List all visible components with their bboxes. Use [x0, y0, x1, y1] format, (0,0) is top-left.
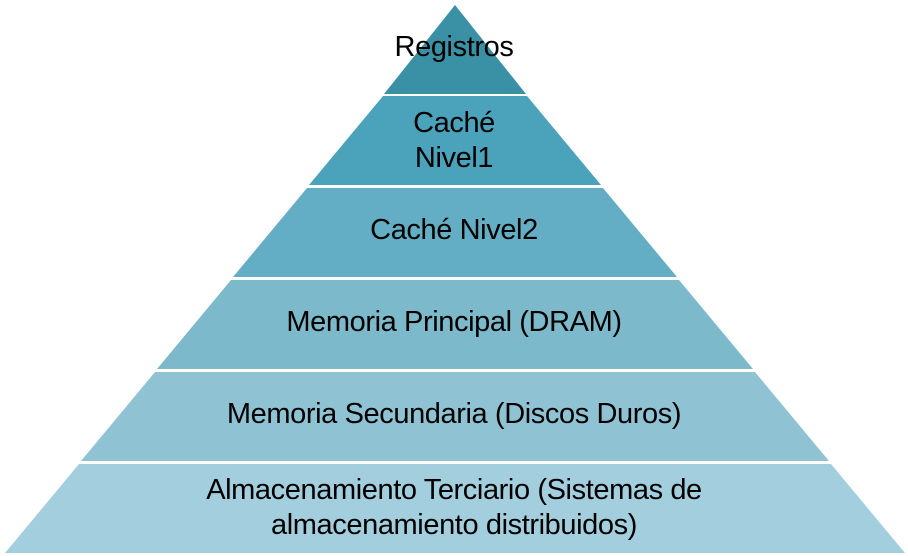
pyramid-level-2-shape — [233, 188, 677, 277]
pyramid-level-0-shape — [384, 5, 526, 94]
pyramid-level-1-shape — [309, 96, 601, 185]
pyramid-level-3-shape — [157, 280, 753, 369]
pyramid-level-5-shape — [5, 464, 905, 553]
pyramid-level-4-shape — [81, 372, 829, 461]
